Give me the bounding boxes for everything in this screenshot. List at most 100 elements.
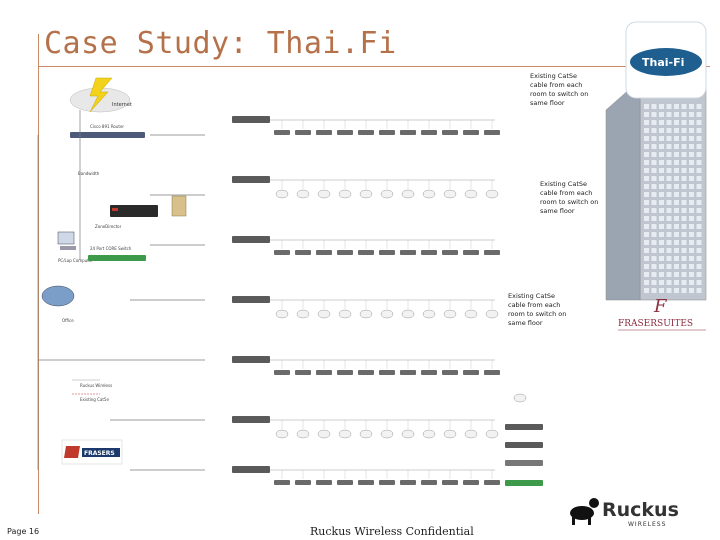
access-point-icon	[380, 429, 394, 439]
window	[681, 120, 687, 125]
window	[696, 200, 702, 205]
window	[674, 240, 679, 245]
window	[651, 200, 657, 205]
window	[681, 280, 687, 285]
window	[659, 104, 664, 109]
window	[644, 232, 649, 237]
window	[689, 240, 694, 245]
window	[674, 128, 679, 133]
window	[666, 144, 672, 149]
switch-icon	[421, 370, 437, 375]
building-windows	[644, 104, 702, 293]
note3-line4: same floor	[508, 319, 543, 327]
window	[659, 288, 664, 293]
ruckus-text: Ruckus	[602, 499, 679, 521]
window	[674, 264, 679, 269]
switch-icon	[232, 466, 270, 473]
switch-icon	[274, 480, 290, 485]
window	[681, 144, 687, 149]
window	[644, 272, 649, 277]
window	[644, 128, 649, 133]
switch-icon	[442, 370, 458, 375]
window	[696, 232, 702, 237]
dog-icon	[570, 498, 599, 525]
window	[651, 152, 657, 157]
access-point-icon	[338, 309, 352, 319]
window	[696, 208, 702, 213]
switch-icon	[274, 130, 290, 135]
window	[666, 104, 672, 109]
window	[644, 200, 649, 205]
window	[681, 248, 687, 253]
window	[644, 104, 649, 109]
window	[666, 168, 672, 173]
window	[674, 224, 679, 229]
switch-icon	[232, 116, 270, 123]
window	[651, 128, 657, 133]
window	[696, 192, 702, 197]
trunk-lines	[37, 110, 205, 471]
window	[644, 168, 649, 173]
access-point-icon	[464, 309, 478, 319]
window	[689, 248, 694, 253]
window	[666, 224, 672, 229]
switch-icon	[316, 250, 332, 255]
window	[659, 232, 664, 237]
window	[674, 248, 679, 253]
window	[681, 104, 687, 109]
window	[681, 216, 687, 221]
router-label: Cisco 891 Router	[90, 124, 124, 129]
window	[674, 184, 679, 189]
window	[681, 256, 687, 261]
access-point-icon	[485, 189, 499, 199]
ruckus-sub: WIRELESS	[628, 521, 666, 528]
internet-label: Internet	[112, 102, 132, 108]
window	[689, 128, 694, 133]
window	[696, 152, 702, 157]
fraser-suites-logo: F FRASERSUITES	[618, 296, 706, 331]
switch-icon	[358, 130, 374, 135]
pc-icon: PC/Lap Computer	[57, 231, 93, 263]
access-point-icon	[443, 429, 457, 439]
window	[696, 160, 702, 165]
switch-icon	[421, 130, 437, 135]
window	[659, 176, 664, 181]
window	[681, 200, 687, 205]
window	[674, 200, 679, 205]
switch-icon	[316, 370, 332, 375]
window	[644, 112, 649, 117]
router-icon: Cisco 891 Router	[70, 124, 145, 138]
window	[689, 208, 694, 213]
window	[674, 176, 679, 181]
window	[651, 112, 657, 117]
switch-icon	[484, 480, 500, 485]
note3-line2: cable from each	[508, 301, 560, 309]
switch-icon	[421, 480, 437, 485]
access-point-icon	[464, 189, 478, 199]
window	[696, 104, 702, 109]
note-3: Existing CatSe cable from each room to s…	[508, 292, 566, 327]
window	[644, 144, 649, 149]
window	[651, 264, 657, 269]
switch-icon	[400, 250, 416, 255]
window	[651, 216, 657, 221]
switch-icon	[316, 480, 332, 485]
window	[659, 208, 664, 213]
switch-icon	[232, 296, 270, 303]
access-point-icon	[485, 309, 499, 319]
window	[659, 120, 664, 125]
window	[666, 128, 672, 133]
switch-icon	[232, 176, 270, 183]
window	[674, 104, 679, 109]
window	[666, 152, 672, 157]
window	[681, 232, 687, 237]
window	[666, 112, 672, 117]
window	[659, 136, 664, 141]
window	[689, 256, 694, 261]
access-point-icon	[485, 429, 499, 439]
cloud-lightning-icon: Internet	[69, 77, 132, 113]
access-point-icon	[317, 189, 331, 199]
window	[674, 112, 679, 117]
window	[644, 208, 649, 213]
